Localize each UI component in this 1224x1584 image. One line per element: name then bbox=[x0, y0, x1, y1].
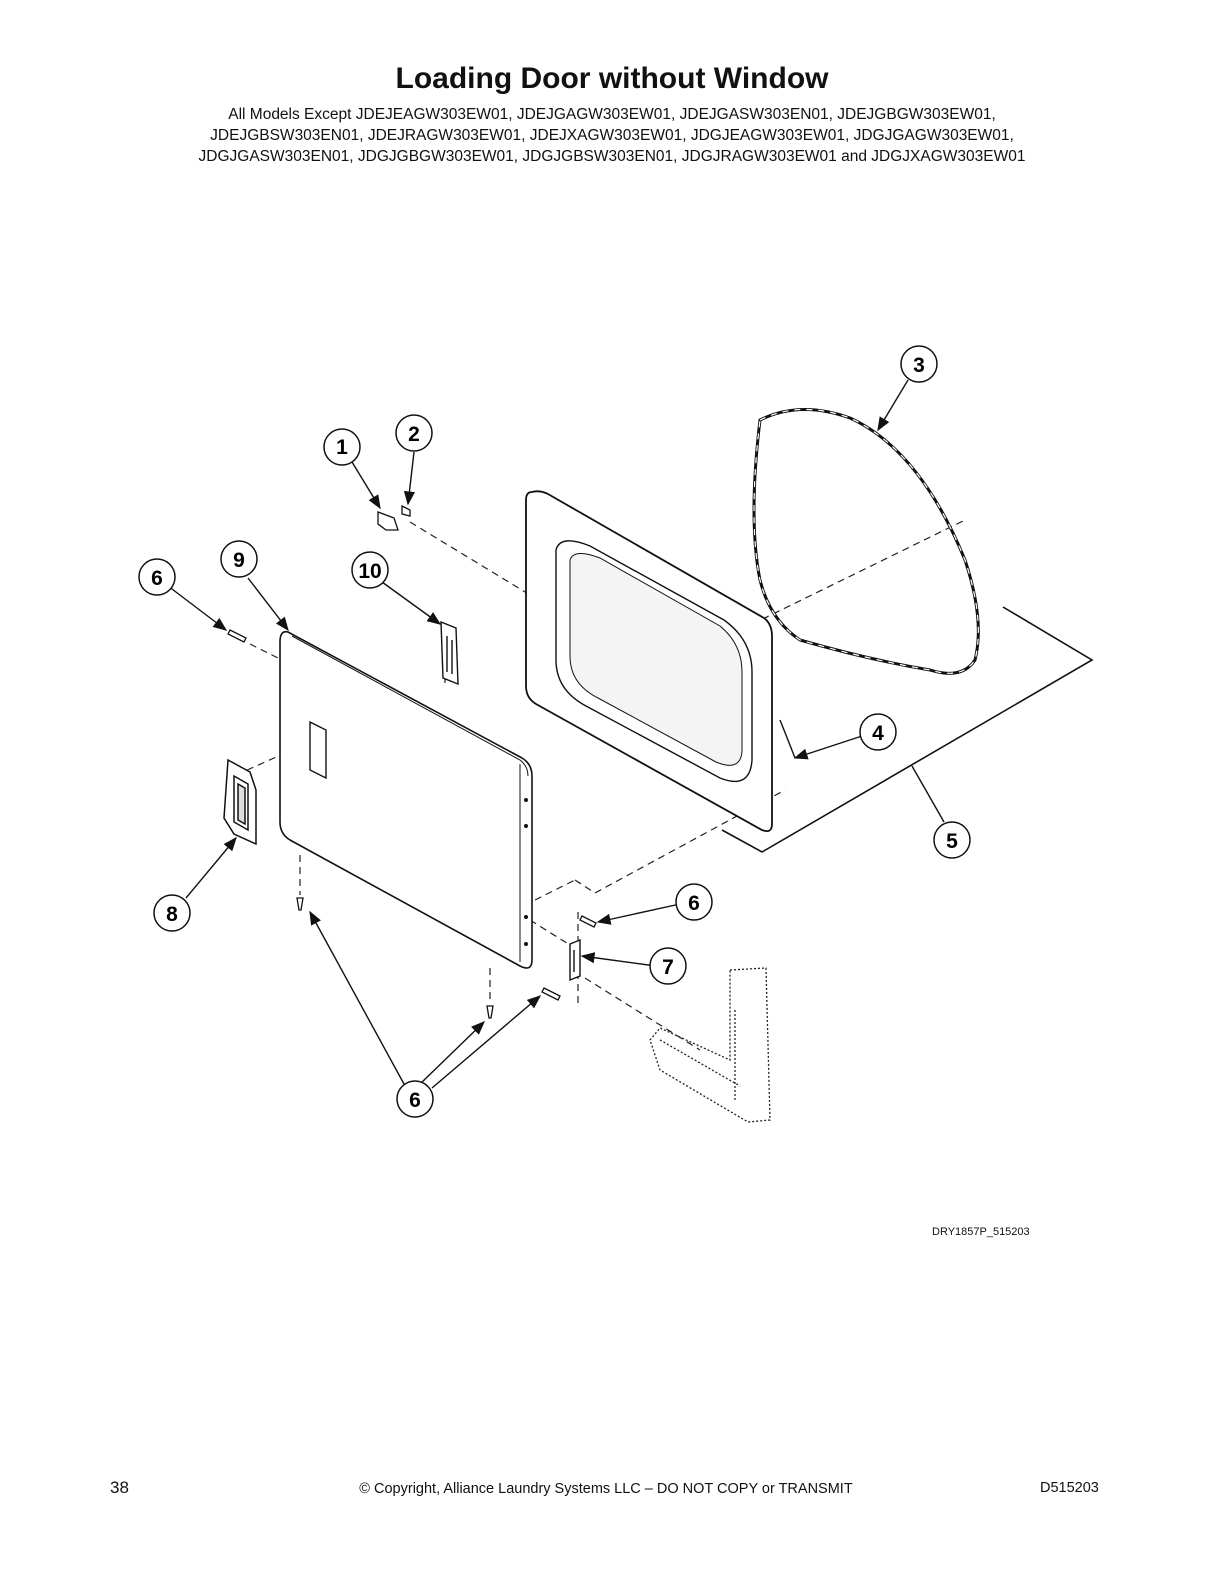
model-exceptions: All Models Except JDEJEAGW303EW01, JDEJG… bbox=[0, 104, 1224, 167]
callout-label: 7 bbox=[662, 956, 674, 979]
model-line: All Models Except JDEJEAGW303EW01, JDEJG… bbox=[228, 106, 996, 123]
callout-label: 1 bbox=[336, 436, 348, 459]
callout-label: 6 bbox=[688, 892, 700, 915]
page-number: 38 bbox=[110, 1478, 129, 1497]
callout-label: 3 bbox=[913, 354, 925, 377]
callout-9: 9 bbox=[220, 540, 258, 578]
document-number: D515203 bbox=[1040, 1480, 1099, 1496]
door-strike bbox=[440, 620, 459, 686]
callout-label: 10 bbox=[358, 560, 381, 583]
model-line: JDEJGBSW303EN01, JDEJRAGW303EW01, JDEJXA… bbox=[210, 127, 1014, 144]
callout-7: 7 bbox=[649, 947, 687, 985]
reference-plane bbox=[721, 606, 1094, 853]
callout-4: 4 bbox=[859, 713, 897, 751]
callout-6-right: 6 bbox=[675, 883, 713, 921]
callout-8: 8 bbox=[153, 894, 191, 932]
door-holes bbox=[524, 798, 528, 946]
callout-6-top-left: 6 bbox=[138, 558, 176, 596]
door-handle bbox=[223, 758, 257, 846]
figure-code: DRY1857P_515203 bbox=[932, 1226, 1030, 1238]
callout-label: 8 bbox=[166, 903, 178, 926]
callout-5: 5 bbox=[933, 821, 971, 859]
callout-label: 5 bbox=[946, 830, 958, 853]
callout-label: 2 bbox=[408, 423, 420, 446]
model-line: JDGJGASW303EN01, JDGJGBGW303EW01, JDGJGB… bbox=[198, 148, 1026, 165]
callout-label: 6 bbox=[151, 567, 163, 590]
callout-label: 9 bbox=[233, 549, 245, 572]
latch-parts bbox=[377, 504, 411, 531]
callout-2: 2 bbox=[395, 414, 433, 452]
callout-label: 6 bbox=[409, 1089, 421, 1112]
door-gasket bbox=[752, 408, 980, 675]
leader-curve-4 bbox=[779, 719, 796, 759]
inner-door-frame bbox=[525, 490, 773, 833]
leader-lines bbox=[167, 379, 909, 1089]
cabinet-fragment bbox=[649, 967, 771, 1123]
leader-line-5 bbox=[911, 765, 945, 823]
callout-1: 1 bbox=[323, 428, 361, 466]
callout-6-bottom: 6 bbox=[396, 1080, 434, 1118]
page-title: Loading Door without Window bbox=[395, 62, 829, 95]
screws bbox=[227, 629, 597, 1019]
callout-10: 10 bbox=[351, 551, 389, 589]
callout-label: 4 bbox=[872, 722, 884, 745]
callout-3: 3 bbox=[900, 345, 938, 383]
door-hinge bbox=[569, 938, 581, 982]
door-panel bbox=[279, 630, 533, 969]
copyright-notice: © Copyright, Alliance Laundry Systems LL… bbox=[359, 1481, 853, 1497]
